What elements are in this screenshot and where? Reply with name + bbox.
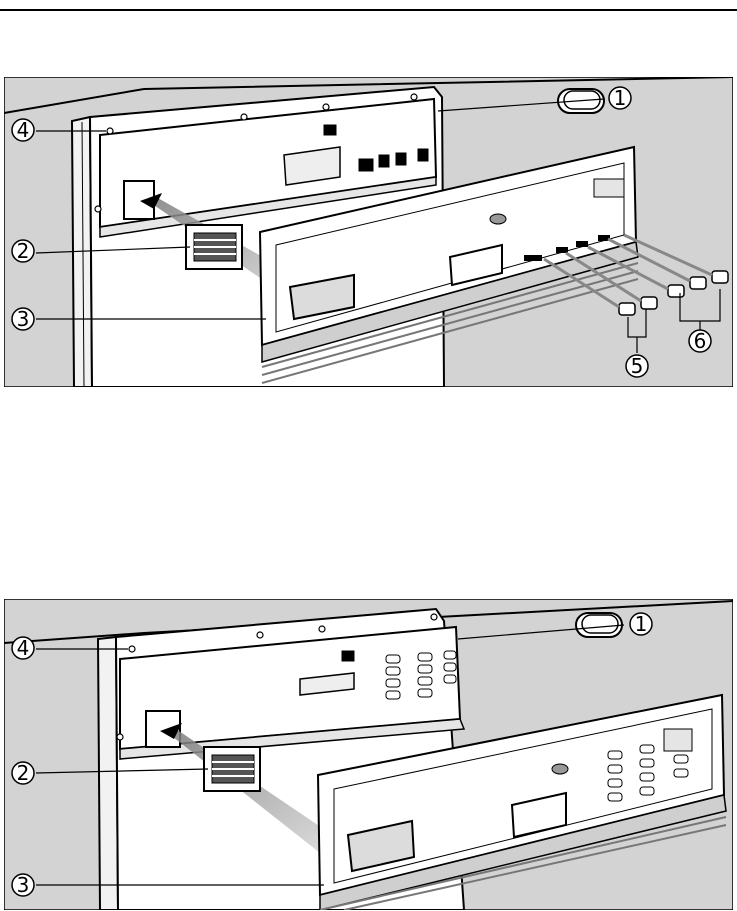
callout-1: 1 bbox=[630, 612, 652, 636]
callout-6: 6 bbox=[689, 329, 711, 353]
svg-text:1: 1 bbox=[635, 612, 648, 636]
svg-text:3: 3 bbox=[17, 873, 30, 897]
header-rule bbox=[0, 9, 737, 11]
upper-installation-diagram: 1 2 3 4 5 6 bbox=[4, 77, 733, 387]
svg-text:5: 5 bbox=[631, 354, 644, 378]
svg-text:4: 4 bbox=[17, 118, 30, 142]
svg-text:6: 6 bbox=[694, 329, 707, 353]
cabinet-side bbox=[98, 637, 118, 910]
lower-installation-diagram: 1 2 3 4 bbox=[4, 599, 733, 910]
svg-text:3: 3 bbox=[17, 307, 30, 331]
svg-text:2: 2 bbox=[17, 239, 30, 263]
svg-text:2: 2 bbox=[17, 761, 30, 785]
svg-text:1: 1 bbox=[614, 86, 627, 110]
callout-3: 3 bbox=[12, 873, 34, 897]
callout-4: 4 bbox=[12, 118, 34, 142]
callout-5: 5 bbox=[626, 354, 648, 378]
callout-4: 4 bbox=[12, 636, 34, 660]
svg-text:4: 4 bbox=[17, 636, 30, 660]
callout-3: 3 bbox=[12, 307, 34, 331]
callout-2: 2 bbox=[12, 761, 34, 785]
cap-icon bbox=[576, 613, 622, 637]
connector-icon bbox=[204, 747, 260, 791]
callout-2: 2 bbox=[12, 239, 34, 263]
callout-1: 1 bbox=[609, 86, 631, 110]
connector-icon bbox=[186, 225, 242, 269]
